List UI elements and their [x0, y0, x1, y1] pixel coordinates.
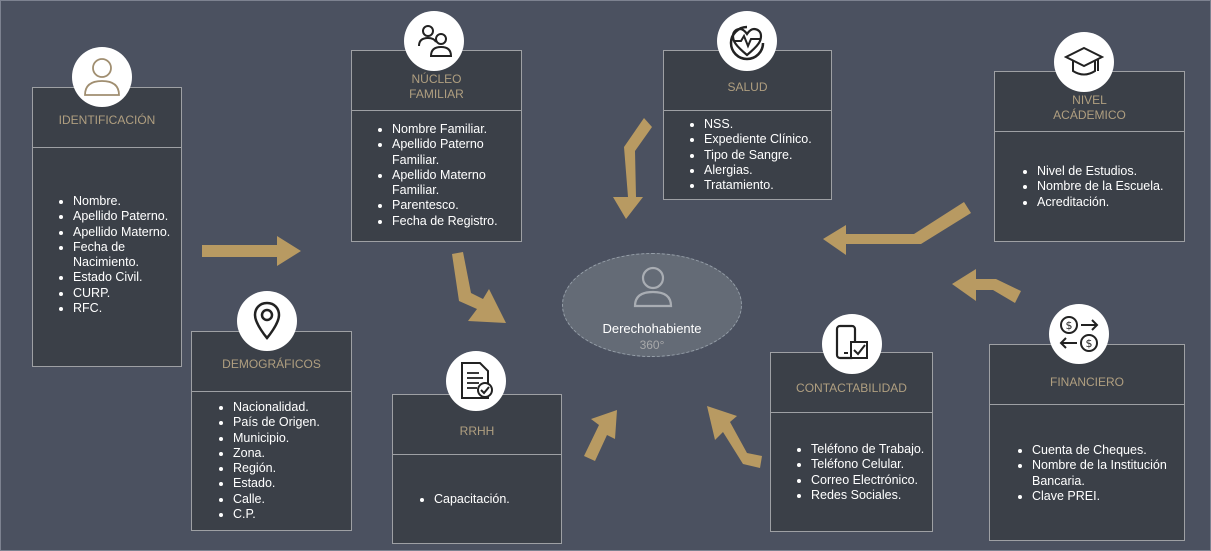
list-item: Nombre Familiar. — [392, 122, 515, 137]
arrow-rrhh-to-hub — [584, 410, 617, 461]
arrow-nivel-to-hub — [823, 202, 971, 255]
phone-check-icon — [835, 324, 868, 360]
card-nivel-academico: NIVEL ACÁDEMICO Nivel de Estudios.Nombre… — [994, 71, 1185, 242]
card-items: NSS.Expediente Clínico.Tipo de Sangre.Al… — [664, 111, 831, 193]
icon-badge — [1054, 32, 1114, 92]
card-items: Nivel de Estudios.Nombre de la Escuela.A… — [995, 132, 1184, 210]
family-icon — [418, 25, 452, 57]
arrow-salud-to-hub — [613, 118, 652, 219]
card-title: DEMOGRÁFICOS — [192, 332, 351, 392]
graduation-cap-icon — [1064, 46, 1104, 76]
card-items: Nombre Familiar.Apellido Paterno Familia… — [352, 111, 521, 229]
icon-badge — [822, 314, 882, 374]
list-item: Redes Sociales. — [811, 488, 932, 503]
icon-badge — [404, 11, 464, 71]
list-item: C.P. — [233, 507, 351, 522]
list-item: Expediente Clínico. — [704, 132, 831, 147]
list-item: Tipo de Sangre. — [704, 148, 831, 163]
list-item: Apellido Materno Familiar. — [392, 168, 515, 199]
card-rrhh: RRHH Capacitación. — [392, 394, 562, 544]
card-title: SALUD — [664, 51, 831, 111]
money-exchange-icon: $ $ — [1059, 316, 1099, 352]
icon-badge — [446, 351, 506, 411]
list-item: Fecha de Registro. — [392, 214, 515, 229]
list-item: País de Origen. — [233, 415, 351, 430]
list-item: Parentesco. — [392, 198, 515, 213]
list-item: Región. — [233, 461, 351, 476]
list-item: Municipio. — [233, 431, 351, 446]
card-title: IDENTIFICACIÓN — [33, 88, 181, 148]
arrow-contactabilidad-to-hub — [707, 406, 762, 468]
list-item: Clave PREI. — [1032, 489, 1180, 504]
card-items: Cuenta de Cheques.Nombre de la Instituci… — [990, 405, 1184, 504]
list-item: Estado. — [233, 476, 351, 491]
location-pin-icon — [253, 301, 281, 340]
card-identificacion: IDENTIFICACIÓN Nombre.Apellido Paterno.A… — [32, 87, 182, 367]
icon-badge — [237, 291, 297, 351]
card-title: RRHH — [393, 395, 561, 455]
arrow-identificacion-to-nucleo — [202, 236, 301, 266]
list-item: Capacitación. — [434, 492, 561, 507]
arrow-financiero-to-hub — [952, 269, 1021, 303]
icon-badge — [72, 47, 132, 107]
document-check-icon — [461, 362, 493, 399]
list-item: Correo Electrónico. — [811, 473, 932, 488]
list-item: Apellido Paterno Familiar. — [392, 137, 515, 168]
arrow-nucleo-to-hub — [452, 252, 506, 323]
card-title: FINANCIERO — [990, 345, 1184, 405]
card-financiero: FINANCIERO Cuenta de Cheques.Nombre de l… — [989, 344, 1185, 541]
list-item: Acreditación. — [1037, 195, 1184, 210]
list-item: NSS. — [704, 117, 831, 132]
list-item: Zona. — [233, 446, 351, 461]
list-item: Nombre de la Institución Bancaria. — [1032, 458, 1180, 489]
list-item: Nivel de Estudios. — [1037, 164, 1184, 179]
list-item: Cuenta de Cheques. — [1032, 443, 1180, 458]
card-nucleo-familiar: NÚCLEO FAMILIAR Nombre Familiar.Apellido… — [351, 50, 522, 242]
person-icon — [633, 266, 673, 308]
card-contactabilidad: CONTACTABILIDAD Teléfono de Trabajo.Telé… — [770, 352, 933, 532]
list-item: Apellido Materno. — [73, 225, 177, 240]
list-item: Fecha de Nacimiento. — [73, 240, 177, 271]
person-icon — [84, 58, 120, 96]
svg-text:$: $ — [1066, 319, 1073, 332]
card-title: NIVEL ACÁDEMICO — [995, 72, 1184, 132]
list-item: Nombre de la Escuela. — [1037, 179, 1184, 194]
svg-text:$: $ — [1086, 337, 1093, 350]
hub-ellipse — [562, 253, 742, 357]
list-item: Nacionalidad. — [233, 400, 351, 415]
card-title: CONTACTABILIDAD — [771, 353, 932, 413]
hub-title: Derechohabiente — [602, 321, 702, 336]
card-items: Capacitación. — [393, 455, 561, 507]
list-item: Alergias. — [704, 163, 831, 178]
list-item: RFC. — [73, 301, 177, 316]
card-title: NÚCLEO FAMILIAR — [352, 51, 521, 111]
card-items: Teléfono de Trabajo.Teléfono Celular.Cor… — [771, 413, 932, 503]
icon-badge: $ $ — [1049, 304, 1109, 364]
list-item: Tratamiento. — [704, 178, 831, 193]
icon-badge — [717, 11, 777, 71]
list-item: Teléfono Celular. — [811, 457, 932, 472]
list-item: Apellido Paterno. — [73, 209, 177, 224]
list-item: Estado Civil. — [73, 270, 177, 285]
card-demograficos: DEMOGRÁFICOS Nacionalidad.País de Origen… — [191, 331, 352, 531]
list-item: CURP. — [73, 286, 177, 301]
hub-subtitle: 360° — [639, 338, 665, 352]
heartbeat-icon — [729, 25, 765, 61]
card-items: Nacionalidad.País de Origen.Municipio.Zo… — [192, 392, 351, 522]
list-item: Calle. — [233, 492, 351, 507]
list-item: Nombre. — [73, 194, 177, 209]
list-item: Teléfono de Trabajo. — [811, 442, 932, 457]
card-items: Nombre.Apellido Paterno.Apellido Materno… — [33, 148, 181, 316]
card-salud: SALUD NSS.Expediente Clínico.Tipo de San… — [663, 50, 832, 200]
